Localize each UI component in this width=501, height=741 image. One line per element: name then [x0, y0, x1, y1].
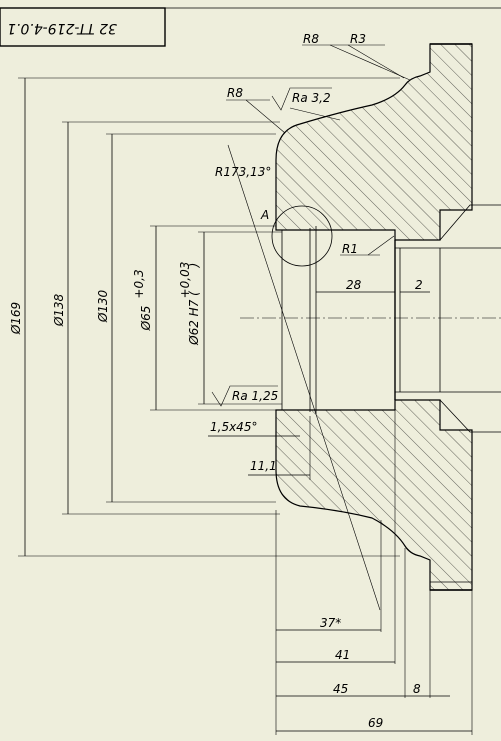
length-dimensions: 28 2 1,5x45° 11,1 37* 41 45 8 69 [208, 278, 473, 735]
l69-label: 69 [368, 716, 383, 730]
section-lower [275, 399, 473, 591]
r1-label: R1 [342, 242, 358, 256]
l37-label: 37* [320, 616, 341, 630]
ra125-label: Ra 1,25 [232, 389, 278, 403]
d62-label: Ø62 H7 ( [187, 290, 201, 346]
r3-label: R3 [350, 32, 366, 46]
detail-label: A [260, 208, 269, 222]
l2-label: 2 [415, 278, 423, 292]
ra32-label: Ra 3,2 [292, 91, 331, 105]
detail-circle [271, 205, 333, 267]
l41-label: 41 [335, 648, 350, 662]
title-block: 32 TT-219-4.0.1 [0, 7, 501, 47]
d169-label: Ø169 [9, 302, 23, 335]
section-upper [275, 43, 473, 241]
drawing-number: 32 TT-219-4.0.1 [7, 20, 117, 36]
d138-label: Ø138 [52, 293, 66, 327]
roughness-marks: Ra 3,2 Ra 1,25 [211, 87, 341, 407]
r173-label: R173,13° [215, 165, 271, 179]
d65-label: Ø65 [139, 306, 153, 332]
r8-left-label: R8 [227, 86, 243, 100]
radius-annotations: R8 R3 R8 R173,13° R1 [215, 32, 411, 611]
l28-label: 28 [346, 278, 362, 292]
d65-tolerance: +0,3 [132, 269, 146, 298]
d130-label: Ø130 [96, 289, 110, 323]
l11-label: 11,1 [250, 459, 277, 473]
d62-tolerance: +0,03 [178, 262, 192, 299]
l45-label: 45 [333, 682, 348, 696]
d62-close: ) [187, 263, 201, 269]
chamfer-label: 1,5x45° [210, 420, 257, 434]
diameter-dimensions: Ø169 Ø138 Ø130 Ø65 +0,3 Ø62 H7 ( +0,03 ) [9, 77, 400, 557]
r8-top-label: R8 [303, 32, 319, 46]
part-section [275, 43, 501, 591]
l8-label: 8 [413, 682, 421, 696]
